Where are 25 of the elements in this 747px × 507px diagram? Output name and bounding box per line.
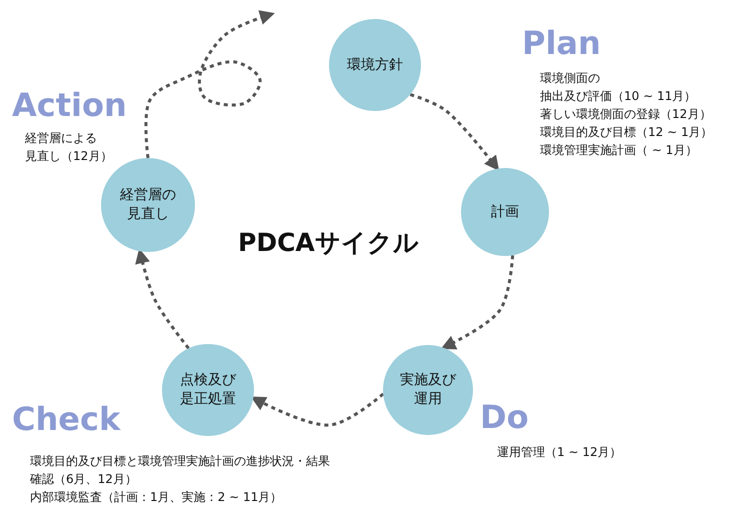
phase-heading: Do: [480, 398, 529, 436]
dashed-arrow: [250, 392, 384, 426]
note-text: 著しい環境側面の登録（12月）: [540, 106, 712, 123]
dashed-arrow: [440, 255, 514, 350]
note-text: 運用管理（1 ~ 12月）: [497, 444, 622, 461]
phase-heading: Plan: [522, 24, 601, 62]
node-label: 経営層の見直し: [119, 186, 177, 224]
phase-heading: Action: [12, 86, 127, 124]
note-text: 見直し（12月）: [25, 148, 112, 165]
phase-heading: Check: [12, 400, 120, 438]
node-label: 実施及び運用: [399, 371, 458, 409]
note-text: 経営層による: [25, 130, 97, 147]
dashed-arrow: [144, 10, 275, 158]
note-text: 環境側面の: [540, 70, 600, 87]
node-label: 計画: [491, 202, 519, 222]
note-text: 環境目的及び目標と環境管理実施計画の進捗状況・結果: [30, 453, 330, 470]
note-text: 確認（6月、12月）: [30, 471, 137, 488]
note-text: 環境目的及び目標（12 ~ 1月）: [540, 124, 713, 141]
diagram-title: PDCAサイクル: [238, 227, 419, 259]
dashed-arrow: [410, 93, 500, 172]
node-label: 環境方針: [347, 56, 403, 74]
note-text: 内部環境監査（計画：1月、実施：2 ~ 11月）: [30, 489, 282, 506]
note-text: 環境管理実施計画（ ~ 1月）: [540, 142, 698, 159]
note-text: 抽出及び評価（10 ~ 11月）: [540, 88, 696, 105]
node-label: 点検及び是正処置: [179, 371, 238, 409]
